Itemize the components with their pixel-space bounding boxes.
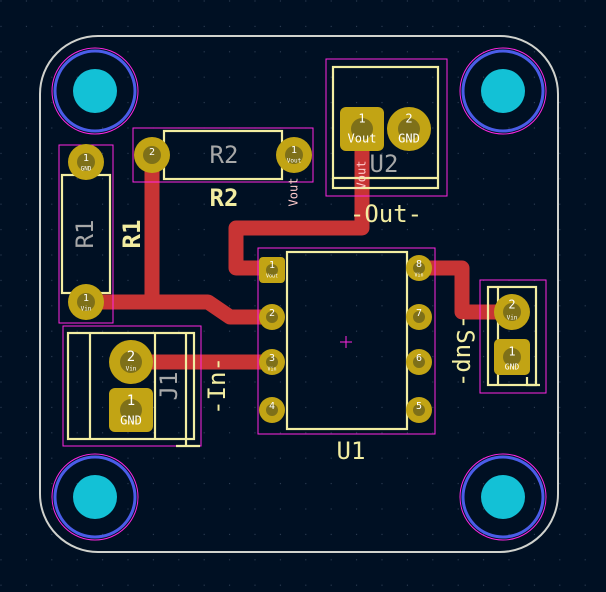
u1-pin-6[interactable]: 6 — [406, 349, 432, 375]
u1-pin-8[interactable]: 8 Vin — [406, 255, 432, 281]
pads: 1 GND 1 Vin 2 1 Vout Vout 1 Vout — [68, 107, 530, 432]
svg-text:Vin: Vin — [126, 366, 137, 373]
svg-text:2: 2 — [269, 308, 275, 319]
u1-reference: U1 — [337, 437, 366, 465]
u2-track-net: Vout — [355, 161, 369, 190]
svg-text:7: 7 — [416, 308, 422, 319]
u2-label: -Out- — [350, 200, 422, 228]
svg-text:1: 1 — [269, 260, 275, 271]
svg-text:1: 1 — [127, 393, 135, 409]
svg-text:GND: GND — [398, 132, 420, 146]
track-r1-to-u1-pin2 — [78, 294, 280, 325]
svg-text:1: 1 — [508, 345, 515, 359]
r1-reference: R1 — [118, 220, 146, 249]
svg-text:4: 4 — [269, 401, 275, 412]
j1-pad-1[interactable]: 1 GND — [109, 388, 153, 432]
svg-text:1: 1 — [83, 153, 89, 164]
j1-label: -In- — [203, 357, 231, 415]
r1-pad-2[interactable]: 1 GND — [68, 144, 104, 180]
svg-text:3: 3 — [269, 353, 275, 364]
svg-text:Vout: Vout — [287, 158, 302, 165]
j1-reference: J1 — [155, 372, 183, 401]
svg-text:Vout: Vout — [348, 132, 377, 146]
mounting-hole-bottom-left — [51, 453, 139, 541]
u2-reference: U2 — [370, 150, 399, 178]
mounting-hole-top-right — [459, 47, 547, 135]
u2-pad-2[interactable]: 2 GND — [387, 107, 431, 151]
sup-label: -Sup- — [451, 315, 479, 387]
r2-pad-1[interactable]: 1 Vout — [276, 137, 312, 173]
sup-pad-1[interactable]: 1 GND — [494, 339, 530, 375]
track-u2-to-u1-pin1 — [228, 122, 370, 276]
svg-text:1: 1 — [83, 293, 89, 304]
u1-pin-1[interactable]: 1 Vout — [259, 257, 285, 283]
svg-text:Vin: Vin — [507, 315, 518, 322]
r1-value: R1 — [71, 220, 99, 249]
r2-value: R2 — [210, 141, 239, 169]
svg-text:1: 1 — [291, 145, 297, 156]
mounting-hole-top-left — [51, 47, 139, 135]
svg-text:Vin: Vin — [81, 306, 92, 313]
reference-labels: R1 R1 R2 R2 U2 -Out- U1 J1 -In- -Sup- — [71, 141, 479, 465]
svg-text:1: 1 — [358, 112, 365, 126]
svg-text:8: 8 — [416, 259, 422, 270]
svg-text:2: 2 — [405, 112, 412, 126]
r2-pad-2[interactable]: 2 — [134, 137, 170, 173]
r2-reference: R2 — [210, 184, 239, 212]
u1-pin-3[interactable]: 3 Vin — [259, 349, 285, 375]
u2-pad-1[interactable]: 1 Vout — [340, 107, 384, 151]
svg-text:Vout: Vout — [266, 274, 278, 280]
board-outline — [39, 35, 559, 553]
svg-text:2: 2 — [127, 349, 135, 365]
svg-text:GND: GND — [120, 414, 142, 428]
svg-text:GND: GND — [81, 166, 92, 173]
sup-pad-2[interactable]: 2 Vin — [494, 294, 530, 330]
svg-text:2: 2 — [508, 298, 515, 312]
svg-text:5: 5 — [416, 401, 422, 412]
svg-text:GND: GND — [505, 363, 520, 372]
u1-pin-5[interactable]: 5 — [406, 397, 432, 423]
r2-track-net: Vout — [287, 178, 301, 207]
svg-text:2: 2 — [149, 147, 155, 158]
svg-text:Vin: Vin — [267, 367, 276, 373]
u1-pin-4[interactable]: 4 — [259, 397, 285, 423]
mounting-hole-bottom-right — [459, 453, 547, 541]
r1-pad-1[interactable]: 1 Vin — [68, 284, 104, 320]
u1-pin-7[interactable]: 7 — [406, 304, 432, 330]
svg-text:Vin: Vin — [414, 273, 423, 279]
svg-text:6: 6 — [416, 353, 422, 364]
j1-pad-2[interactable]: 2 Vin — [109, 340, 153, 384]
u1-pin-2[interactable]: 2 — [259, 304, 285, 330]
